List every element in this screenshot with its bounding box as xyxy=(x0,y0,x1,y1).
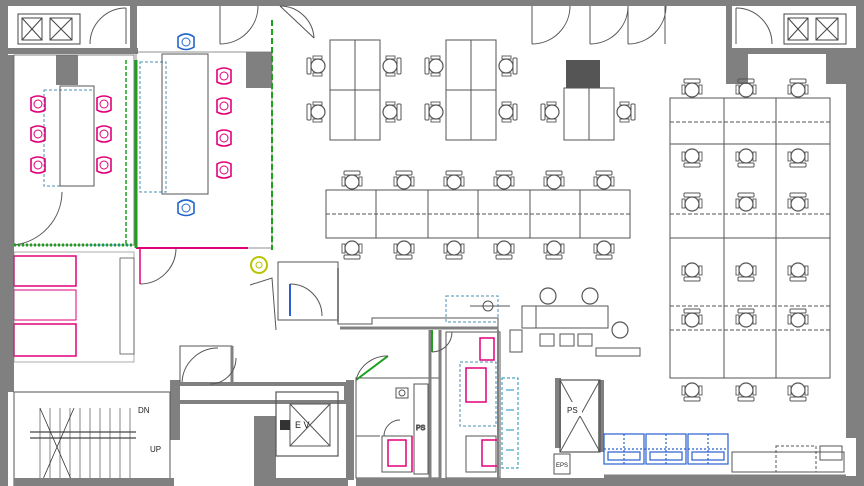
top-doors xyxy=(219,5,667,45)
elevator: E V xyxy=(275,391,339,457)
ps-right-label: PS xyxy=(567,406,578,415)
lobby xyxy=(174,345,348,404)
stair-up-label: UP xyxy=(150,445,161,454)
eps-label: EPS xyxy=(556,463,568,469)
entry-corridor xyxy=(249,261,499,332)
stairs: DN UP xyxy=(13,391,171,486)
bottom-wall xyxy=(14,476,856,486)
storage-cabinets xyxy=(603,433,729,465)
restrooms: PS xyxy=(355,330,519,479)
cafe-area xyxy=(445,287,641,357)
workstations-right xyxy=(669,78,831,402)
workstations-top xyxy=(306,39,636,141)
columns xyxy=(56,52,848,480)
elevator-label: E V xyxy=(295,420,310,430)
corner-shaft-left xyxy=(17,7,127,45)
meeting-room xyxy=(13,54,135,247)
board-room xyxy=(134,20,273,285)
ps-left-label: PS xyxy=(416,425,426,432)
workstations-bench xyxy=(325,170,631,260)
stair-down-label: DN xyxy=(138,406,150,415)
lounge xyxy=(13,251,135,363)
bottom-right-counter xyxy=(604,445,846,478)
corner-shaft-right xyxy=(735,7,847,45)
ps-shaft: PS EPS xyxy=(553,379,601,475)
